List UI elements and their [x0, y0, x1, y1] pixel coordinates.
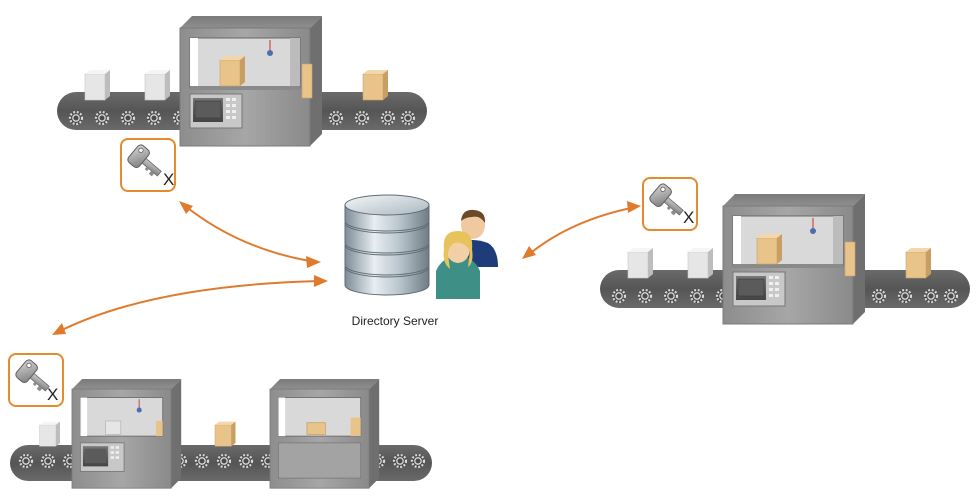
bidirectional-arrow: [183, 204, 317, 263]
key-badge-3: X: [8, 353, 64, 407]
box-item: [214, 421, 236, 447]
key-badge-mark: X: [47, 385, 58, 404]
machine-housing: [722, 193, 866, 325]
machine-housing: [269, 379, 380, 489]
machine-housing: [179, 15, 323, 147]
box-item: [905, 247, 932, 279]
bidirectional-arrow: [526, 206, 637, 257]
conveyor-machine-1: [57, 15, 427, 147]
key-badge-2: X: [642, 177, 698, 231]
box-item: [362, 69, 389, 101]
box-item: [144, 69, 171, 101]
connection-arrows: [52, 201, 641, 335]
box-item: [627, 247, 654, 279]
key-badge-1: X: [120, 138, 176, 192]
key-badge-mark: X: [163, 170, 174, 189]
machine-housing: [71, 379, 182, 489]
directory-server-label: Directory Server: [351, 314, 439, 328]
conveyor-machine-3: [10, 379, 432, 489]
box-item: [84, 69, 111, 101]
database-icon: [344, 194, 430, 296]
users-icon: [436, 209, 498, 299]
box-item: [39, 421, 61, 447]
bidirectional-arrow: [55, 280, 323, 334]
box-item: [687, 247, 714, 279]
conveyor-machine-2: [600, 193, 970, 325]
key-badge-mark: X: [683, 208, 694, 227]
